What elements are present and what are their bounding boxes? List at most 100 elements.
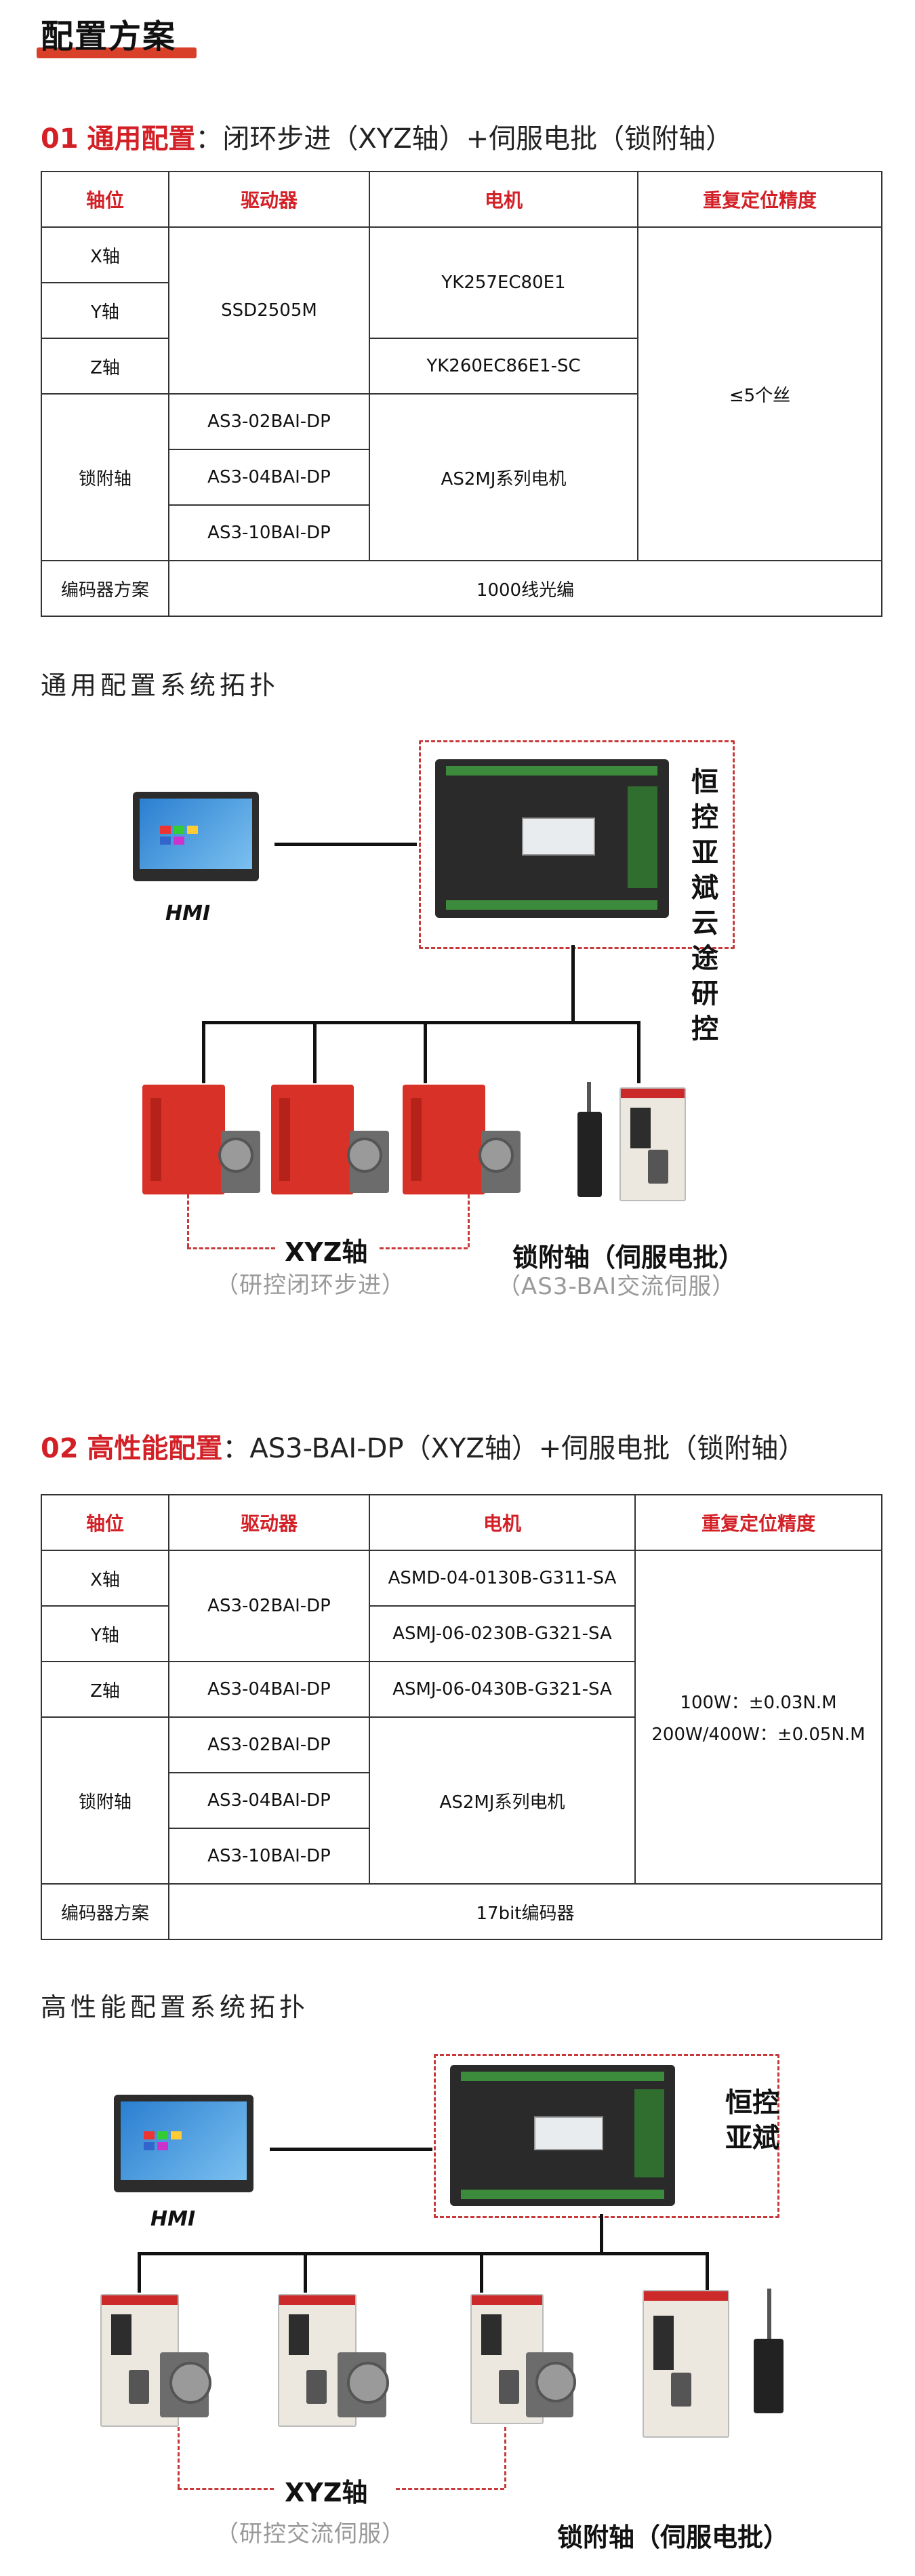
group-bracket	[178, 2427, 180, 2488]
topology-title-01: 通用配置系统拓扑	[41, 670, 280, 700]
xyz-group-label: XYZ轴	[285, 1237, 368, 1267]
vendor-name: 恒控	[725, 2087, 779, 2118]
hmi-device-image	[133, 792, 259, 881]
axis-lock: 锁附轴	[41, 1716, 169, 1885]
motor-face	[347, 1138, 382, 1173]
motor-y: ASMJ-06-0230B-G321-SA	[369, 1605, 636, 1662]
bus-drop-line	[600, 2214, 603, 2253]
group-bracket	[187, 1247, 275, 1249]
section-subtitle: ：AS3-BAI-DP（XYZ轴）+伺服电批（锁附轴）	[222, 1433, 806, 1464]
servo-driver-image	[278, 2294, 357, 2427]
motion-controller-image	[435, 759, 669, 918]
vendor-name: 恒控	[691, 767, 718, 833]
axis-y: Y轴	[41, 1605, 169, 1662]
motor-face	[169, 2362, 211, 2404]
group-bracket	[178, 2488, 274, 2490]
hmi-label: HMI	[165, 902, 211, 925]
driver-lock-3: AS3-10BAI-DP	[168, 1828, 370, 1885]
bus-tap	[138, 2252, 141, 2293]
stepper-driver-image	[142, 1085, 225, 1194]
driver-lock-2: AS3-04BAI-DP	[168, 449, 370, 506]
col-header-motor: 电机	[369, 171, 638, 228]
hmi-device-image	[114, 2095, 253, 2192]
vendor-name: 研控	[691, 978, 718, 1045]
screwdriver-bit	[587, 1082, 591, 1116]
hmi-link-line	[270, 2148, 432, 2151]
col-header-motor: 电机	[369, 1494, 636, 1551]
axis-z: Z轴	[41, 338, 169, 395]
bus-tap	[480, 2252, 483, 2293]
motor-lock: AS2MJ系列电机	[369, 1716, 636, 1885]
precision-value: ≤5个丝	[637, 226, 882, 561]
section-name: 高性能配置	[87, 1433, 223, 1464]
vendor-name: 亚斌	[691, 837, 718, 904]
col-header-precision: 重复定位精度	[637, 171, 882, 228]
precision-value: 100W：±0.03N.M 200W/400W：±0.05N.M	[634, 1550, 882, 1885]
bus-tap	[637, 1021, 640, 1083]
servo-driver-image	[643, 2290, 729, 2438]
section-number: 02	[41, 1433, 79, 1464]
vendor-list: 恒控 亚斌	[725, 2085, 779, 2156]
col-header-driver: 驱动器	[168, 171, 370, 228]
motor-z: YK260EC86E1-SC	[369, 338, 638, 395]
vendor-name: 亚斌	[725, 2122, 779, 2154]
encoder-label: 编码器方案	[41, 560, 169, 617]
vendor-list: 恒控 亚斌 云途 研控	[691, 765, 732, 1047]
axis-y: Y轴	[41, 282, 169, 339]
stepper-driver-image	[403, 1085, 485, 1194]
xyz-group-subtitle: （研控闭环步进）	[216, 1272, 405, 1299]
hmi-label: HMI	[150, 2207, 196, 2231]
topology-title-02: 高性能配置系统拓扑	[41, 1992, 310, 2022]
xyz-group-label: XYZ轴	[285, 2478, 368, 2508]
motor-face	[479, 1138, 514, 1173]
bus-drop-line	[571, 945, 575, 1022]
driver-lock-1: AS3-02BAI-DP	[168, 393, 370, 450]
config-table-02: 轴位 驱动器 电机 重复定位精度 X轴 AS3-02BAI-DP ASMD-04…	[41, 1494, 882, 1940]
motor-lock: AS2MJ系列电机	[369, 393, 638, 561]
bus-tap	[304, 2252, 307, 2293]
hmi-link-line	[274, 843, 417, 846]
driver-lock-1: AS3-02BAI-DP	[168, 1716, 370, 1773]
bus-line	[138, 2252, 709, 2255]
motor-x: ASMD-04-0130B-G311-SA	[369, 1550, 636, 1607]
precision-line-2: 200W/400W：±0.05N.M	[651, 1725, 866, 1745]
group-bracket	[504, 2427, 506, 2488]
encoder-value: 17bit编码器	[168, 1883, 882, 1940]
group-bracket	[187, 1194, 189, 1247]
motor-face	[347, 2362, 389, 2404]
group-bracket	[396, 2488, 504, 2490]
lock-group-label: 锁附轴（伺服电批）	[512, 1243, 745, 1272]
group-bracket	[468, 1194, 470, 1247]
motor-z: ASMJ-06-0430B-G321-SA	[369, 1661, 636, 1718]
bus-tap	[313, 1021, 317, 1083]
driver-z: AS3-04BAI-DP	[168, 1661, 370, 1718]
col-header-axis: 轴位	[41, 1494, 169, 1551]
page-title: 配置方案	[41, 18, 177, 56]
motion-controller-image	[450, 2065, 675, 2206]
bus-tap	[202, 1021, 205, 1083]
motor-xy: YK257EC80E1	[369, 226, 638, 339]
bus-tap	[424, 1021, 427, 1083]
driver-xyz: SSD2505M	[168, 226, 370, 395]
servo-driver-image	[619, 1087, 686, 1201]
precision-line-1: 100W：±0.03N.M	[680, 1693, 837, 1713]
axis-lock: 锁附轴	[41, 393, 169, 561]
electric-screwdriver-image	[577, 1112, 602, 1197]
controller-group-box	[419, 740, 735, 949]
bus-line	[202, 1021, 640, 1024]
motor-face	[535, 2362, 576, 2402]
section-name: 通用配置	[87, 123, 196, 155]
axis-x: X轴	[41, 1550, 169, 1607]
col-header-precision: 重复定位精度	[634, 1494, 882, 1551]
encoder-value: 1000线光编	[168, 560, 882, 617]
section-01-heading: 01 通用配置：闭环步进（XYZ轴）+伺服电批（锁附轴）	[41, 117, 733, 156]
vendor-name: 云途	[691, 908, 718, 974]
bus-tap	[706, 2252, 709, 2293]
config-table-01: 轴位 驱动器 电机 重复定位精度 X轴 SSD2505M YK257EC80E1…	[41, 171, 882, 617]
section-02-heading: 02 高性能配置：AS3-BAI-DP（XYZ轴）+伺服电批（锁附轴）	[41, 1426, 805, 1466]
section-number: 01	[41, 123, 79, 155]
electric-screwdriver-image	[754, 2339, 784, 2413]
col-header-axis: 轴位	[41, 171, 169, 228]
encoder-label: 编码器方案	[41, 1883, 169, 1940]
motor-face	[218, 1138, 253, 1173]
